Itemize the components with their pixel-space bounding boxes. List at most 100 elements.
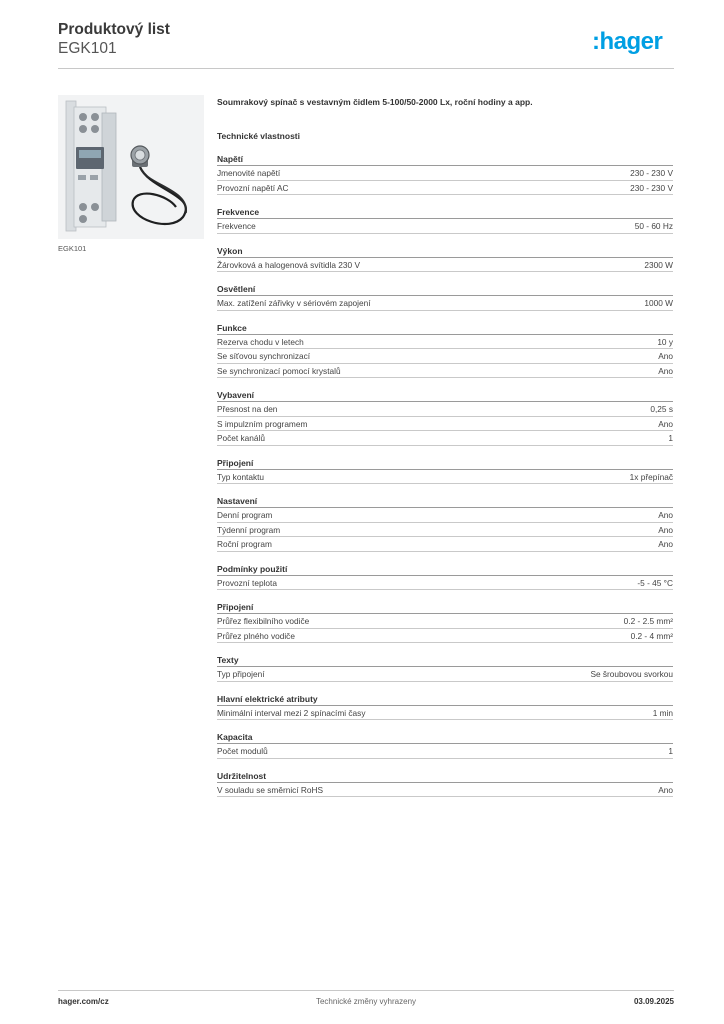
spec-value: 10 y [657,336,673,347]
section-title: Nastavení [217,495,673,508]
spec-row: Průřez plného vodiče 0.2 - 4 mm² [217,629,673,643]
product-code: EGK101 [58,40,117,57]
spec-label: Minimální interval mezi 2 spínacími časy [217,707,366,718]
spec-value: 230 - 230 V [630,182,673,193]
spec-label: Max. zatížení zářivky v sériovém zapojen… [217,298,371,308]
section-title: Hlavní elektrické atributy [217,693,673,706]
spec-label: Průřez flexibilního vodiče [217,616,310,626]
section-title: Napětí [217,153,673,166]
image-caption: EGK101 [58,244,87,253]
spec-row: Denní program Ano [217,508,673,523]
spec-row: Provozní teplota -5 - 45 °C [217,576,673,590]
spec-row: Žárovková a halogenová svítidla 230 V 230… [217,258,673,272]
spec-value: 1x přepínač [629,471,673,482]
section-title: Udržitelnost [217,770,673,783]
spec-row: V souladu se směrnicí RoHS Ano [217,783,673,797]
spec-value: 2300 W [644,259,673,270]
spec-value: 1000 W [644,298,673,308]
logo-text: :hager [592,28,663,54]
spec-value: Ano [658,418,673,429]
spec-value: Ano [658,784,673,795]
page-footer: hager.com/cz Technické změny vyhrazeny 0… [58,997,674,1011]
spec-content: Soumrakový spínač s vestavným čidlem 5-1… [217,96,673,808]
spec-value: 50 - 60 Hz [634,221,673,231]
spec-label: Rezerva chodu v letech [217,336,304,347]
header-divider [58,68,674,69]
spec-row: Průřez flexibilního vodiče 0.2 - 2.5 mm² [217,614,673,629]
spec-value: 1 [668,746,673,756]
spec-label: Roční program [217,539,272,549]
spec-label: V souladu se směrnicí RoHS [217,784,324,795]
spec-row: S impulzním programem Ano [217,417,673,431]
spec-label: Provozní napětí AC [217,182,289,193]
spec-value: 0.2 - 4 mm² [630,630,673,641]
spec-label: Se síťovou synchronizací [217,351,311,361]
technical-properties-heading: Technické vlastnosti [217,131,300,141]
section-title: Připojení [217,601,673,614]
spec-value: Ano [658,524,673,535]
spec-label: Žárovková a halogenová svítidla 230 V [217,259,360,270]
section-title: Osvětlení [217,283,673,296]
spec-label: Denní program [217,510,273,520]
spec-label: Přesnost na den [217,404,278,414]
spec-value: -5 - 45 °C [637,577,673,588]
section-title: Kapacita [217,731,673,744]
spec-row: Max. zatížení zářivky v sériovém zapojen… [217,296,673,311]
section-title: Vybavení [217,389,673,402]
timer-switch-illustration [65,100,187,232]
spec-row: Se synchronizací pomocí krystalů Ano [217,364,673,378]
spec-label: S impulzním programem [217,418,308,429]
spec-label: Průřez plného vodiče [217,630,295,641]
spec-value: 1 min [652,707,673,718]
section-title: Připojení [217,457,673,470]
spec-value: 1 [668,433,673,443]
product-image [58,95,204,239]
spec-label: Provozní teplota [217,577,277,588]
spec-row: Počet kanálů 1 [217,431,673,446]
section-title: Výkon [217,245,673,258]
spec-row: Rezerva chodu v letech 10 y [217,335,673,349]
section-title: Frekvence [217,206,673,219]
page-title: Produktový list [58,21,170,38]
spec-value: Ano [658,351,673,361]
product-description: Soumrakový spínač s vestavným čidlem 5-1… [217,97,533,107]
spec-value: Ano [658,510,673,520]
spec-value: Ano [658,365,673,376]
spec-row: Minimální interval mezi 2 spínacími časy… [217,706,673,720]
spec-row: Se síťovou synchronizací Ano [217,349,673,364]
spec-label: Týdenní program [217,524,281,535]
hager-logo: :hager [592,28,663,54]
spec-row: Provozní napětí AC 230 - 230 V [217,181,673,195]
spec-label: Počet modulů [217,746,268,756]
spec-label: Počet kanálů [217,433,265,443]
spec-value: Se šroubovou svorkou [590,669,673,679]
footer-divider [58,990,674,991]
spec-row: Roční program Ano [217,537,673,552]
spec-value: 0.2 - 2.5 mm² [623,616,673,626]
spec-row: Týdenní program Ano [217,523,673,537]
footer-website: hager.com/cz [58,997,109,1006]
footer-date: 03.09.2025 [633,997,674,1006]
spec-row: Počet modulů 1 [217,744,673,759]
spec-label: Se synchronizací pomocí krystalů [217,365,341,376]
spec-value: Ano [658,539,673,549]
section-title: Texty [217,654,673,667]
